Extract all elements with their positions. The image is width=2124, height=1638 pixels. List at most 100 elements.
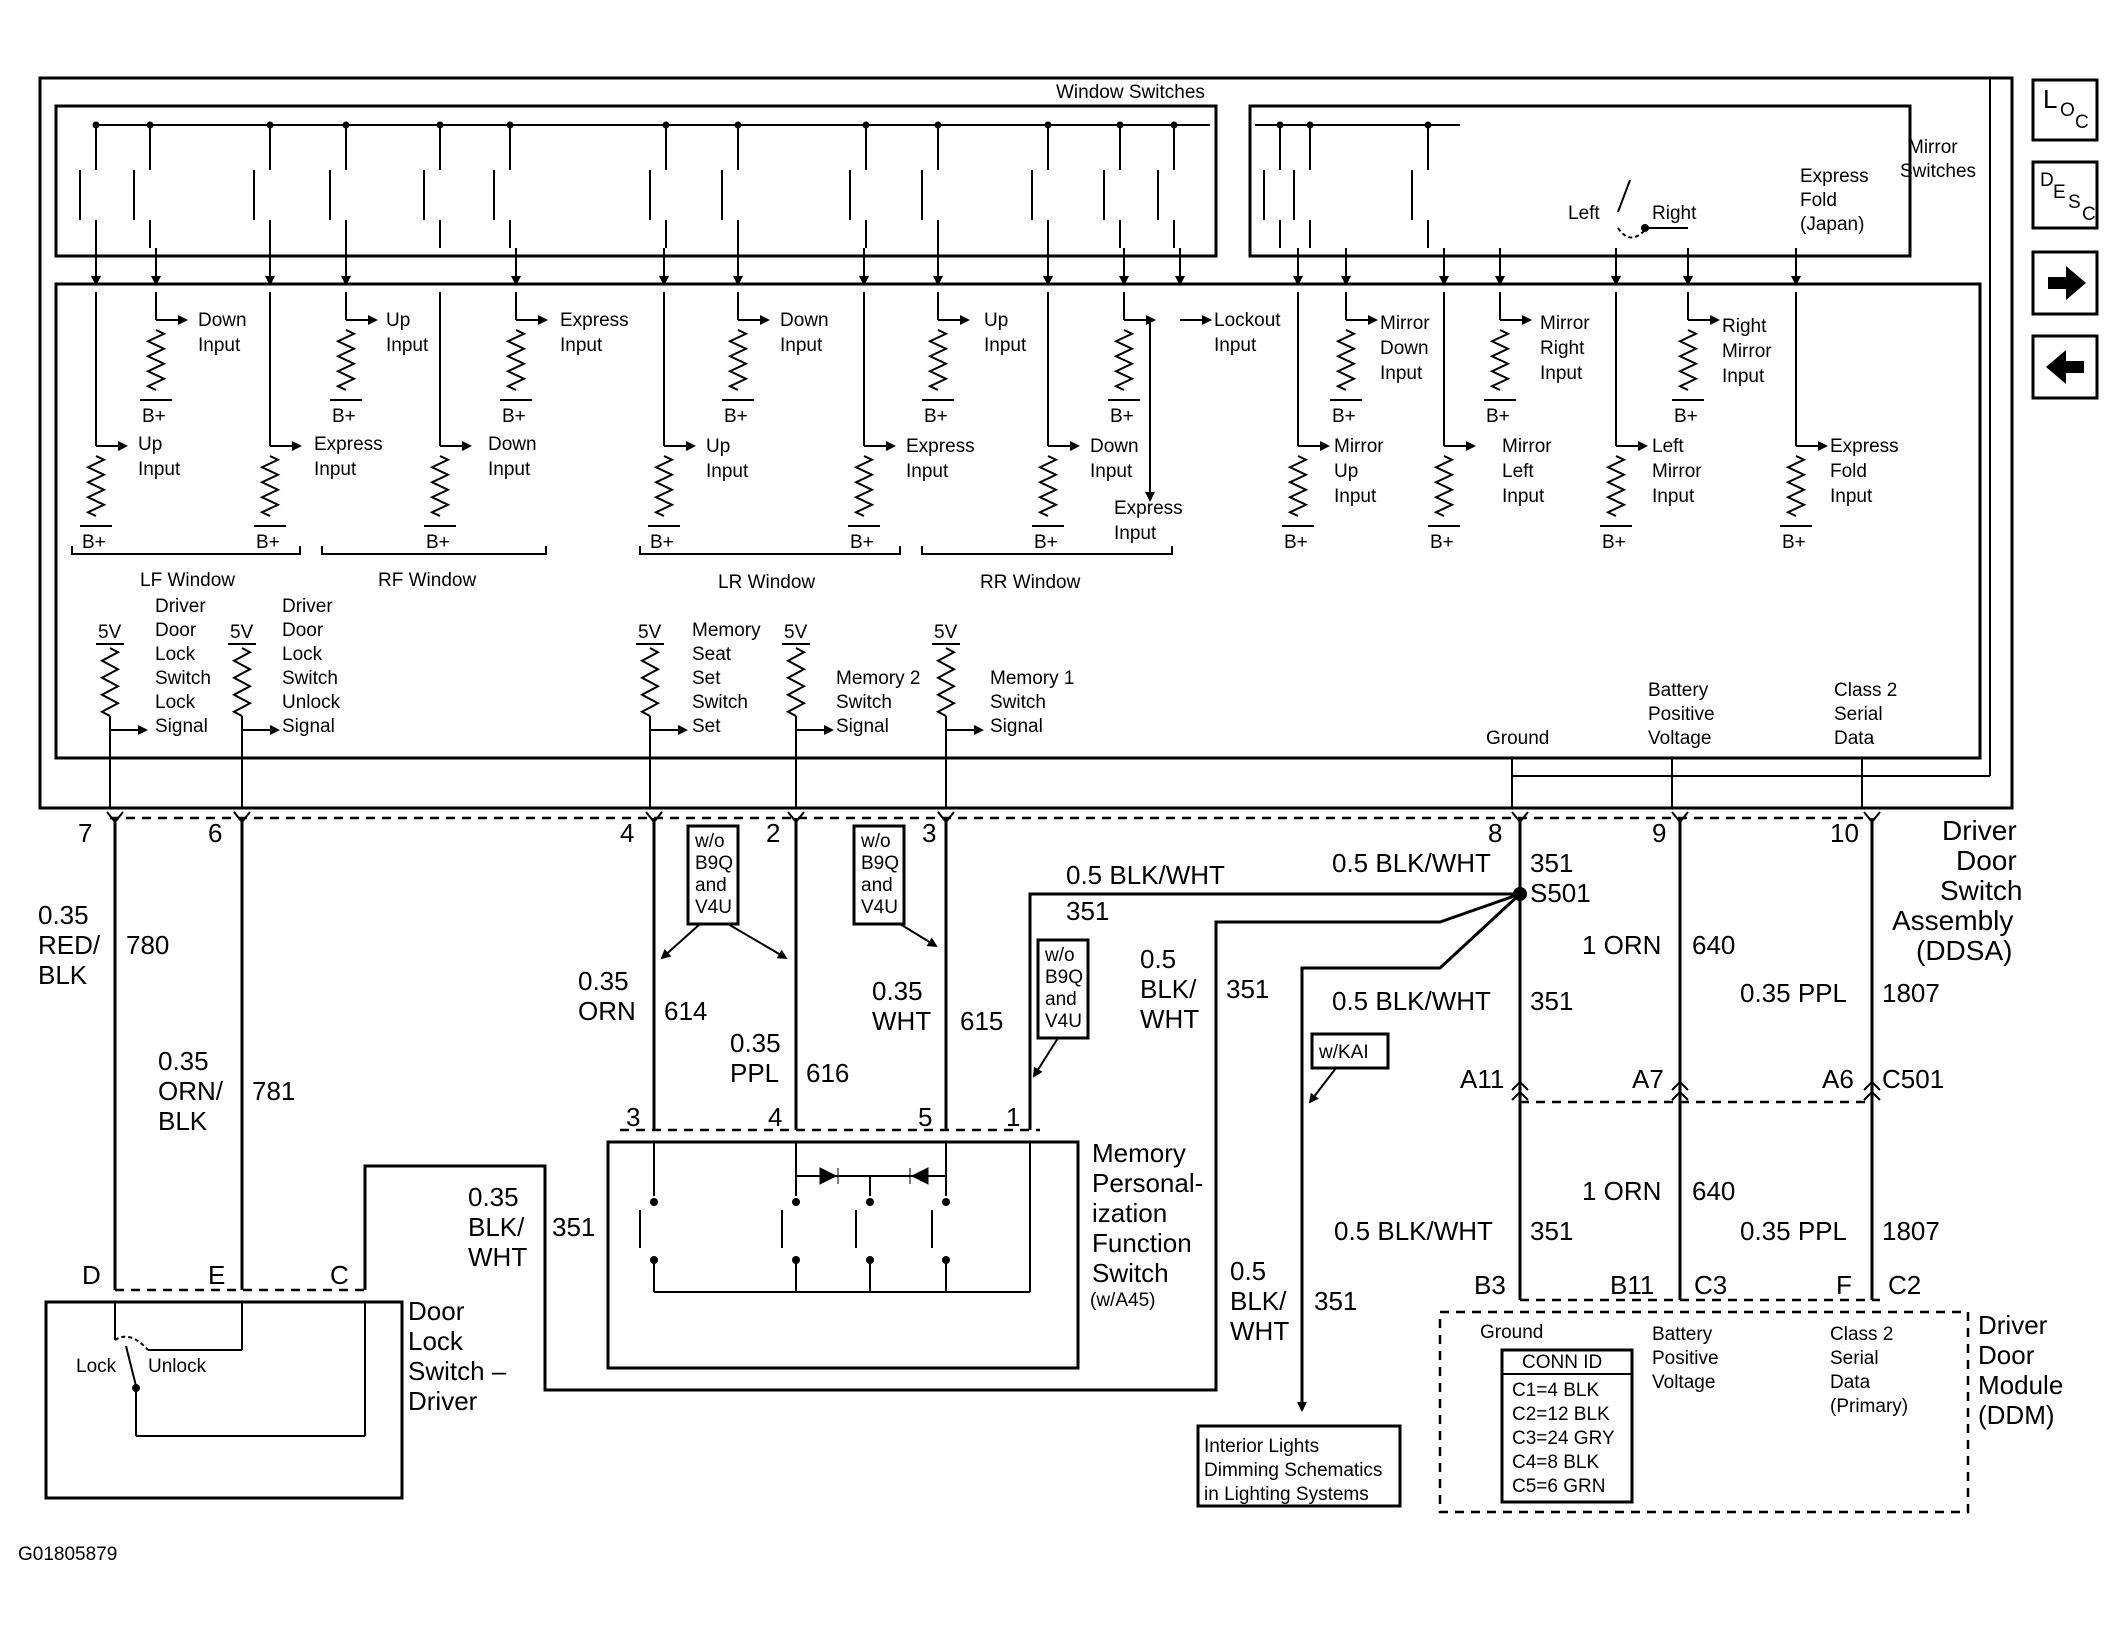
ddm-pin-c2: C2 [1888, 1270, 1921, 1300]
express-fold-input-label: Express [1830, 436, 1899, 457]
mem-set-5v-resistor [639, 647, 661, 717]
switch-node [1424, 121, 1432, 129]
ddsa-label-5: (DDSA) [1916, 935, 2012, 966]
right-mirror-input-label-2: Mirror [1722, 341, 1772, 362]
mem1-label-3: Signal [990, 716, 1043, 737]
lock-5v-label: 5V [98, 622, 122, 643]
w614-gauge-1: 0.35 [578, 966, 629, 996]
opt3-line-4: V4U [1045, 1011, 1082, 1032]
rf-down-input-label-2: Input [488, 459, 531, 480]
unlock-signal-label-4: Switch [282, 668, 338, 689]
desc-letter-c: C [2082, 204, 2096, 225]
loc-button[interactable]: L O C [2031, 78, 2099, 142]
switch-node [1170, 121, 1178, 129]
conn-id-title: CONN ID [1522, 1352, 1602, 1373]
splice-s501-label: S501 [1530, 878, 1591, 908]
opt1-line-4: V4U [695, 897, 732, 918]
lf-up-resistor [85, 455, 107, 517]
window-group-brackets: LF Window RF Window LR Window RR Window [71, 546, 1173, 593]
express-fold-bplus: B+ [1782, 532, 1806, 553]
driver-door-module: B3 B11 C3 F C2 Ground Battery Positive V… [1438, 1270, 2063, 1514]
rr-down-input-label: Down [1090, 436, 1139, 457]
w616-circuit: 616 [806, 1058, 849, 1088]
option-box-2: w/o B9Q and V4U [852, 824, 938, 948]
door-lock-switch-driver: D E C Lock Unlock Door Lock Switch – Dri… [44, 1260, 507, 1500]
class2-label-1: Class 2 [1834, 680, 1897, 701]
w780-circuit: 780 [126, 930, 169, 960]
w640-b-circuit: 640 [1692, 1176, 1735, 1206]
unlock-5v-label: 5V [230, 622, 254, 643]
lr-down-bplus: B+ [724, 406, 748, 427]
w351-top-gauge: 0.5 BLK/WHT [1066, 860, 1225, 890]
mirror-up-bplus: B+ [1284, 532, 1308, 553]
rr-express-input-label-2: Input [1114, 523, 1157, 544]
rf-down-input-label: Down [488, 434, 537, 455]
ddm-class2-label-3: Data [1830, 1372, 1871, 1393]
ddm-label-2: Door [1978, 1340, 2035, 1370]
rr-down-input-label-2: Input [1090, 461, 1133, 482]
next-arrow-button[interactable] [2031, 250, 2099, 316]
express-fold-input-label-2: Fold [1830, 461, 1867, 482]
mirror-right-bplus: B+ [1486, 406, 1510, 427]
mem-set-label-4: Switch [692, 692, 748, 713]
mem-set-label-1: Memory [692, 620, 761, 641]
switch-node [662, 121, 670, 129]
kai-option-label: w/KAI [1318, 1042, 1369, 1063]
rr-up-input-label: Up [984, 310, 1008, 331]
door-lock-lock-label: Lock [76, 1356, 117, 1377]
lock-signal-label-5: Lock [155, 692, 196, 713]
ddsa-pin-3: 3 [922, 818, 936, 848]
mpf-label-4: Function [1092, 1228, 1192, 1258]
mem-set-5v-label: 5V [638, 622, 662, 643]
mpf-label-5: Switch [1092, 1258, 1169, 1288]
w781-gauge-3: BLK [158, 1106, 208, 1136]
w781-circuit: 781 [252, 1076, 295, 1106]
desc-button[interactable]: D E S C [2031, 160, 2099, 230]
ddm-pin-b3: B3 [1474, 1270, 1506, 1300]
previous-arrow-button[interactable] [2031, 334, 2099, 400]
lf-express-input-label-2: Input [314, 459, 357, 480]
mem-set-label-5: Set [692, 716, 721, 737]
battery-label-2: Positive [1648, 704, 1715, 725]
lock-signal-label-3: Lock [155, 644, 196, 665]
w351-door-circuit: 351 [552, 1212, 595, 1242]
lf-down-bplus: B+ [142, 406, 166, 427]
conn-id-table [1500, 1348, 1634, 1504]
mirror-left-input-label-3: Input [1502, 486, 1545, 507]
lockout-input-label: Lockout [1214, 310, 1281, 331]
left-arrow-icon [2046, 350, 2084, 384]
lf-express-input-label: Express [314, 434, 383, 455]
rr-lockout-bplus-bplus: B+ [1110, 406, 1134, 427]
ddsa-pin-9: 9 [1652, 818, 1666, 848]
rf-down-resistor [429, 455, 451, 517]
c501-pin-a11: A11 [1460, 1064, 1504, 1094]
lr-up-bplus: B+ [650, 532, 674, 553]
battery-label-3: Voltage [1648, 728, 1711, 749]
ddm-class2-label-4: (Primary) [1830, 1396, 1908, 1417]
door-lock-label-3: Switch – [408, 1356, 507, 1386]
lr-down-input-label-2: Input [780, 335, 823, 356]
mem2-label-1: Memory 2 [836, 668, 920, 689]
right-mirror-resistor [1677, 329, 1699, 391]
w615-gauge-1: 0.35 [872, 976, 923, 1006]
mirror-down-input-label-3: Input [1380, 363, 1423, 384]
rr-lockout-bplus-resistor [1113, 329, 1135, 391]
ddsa-pin-7: 7 [78, 818, 92, 848]
mirror-switches-label-2: Switches [1900, 161, 1976, 182]
conn-id-row-2: C2=12 BLK [1512, 1404, 1610, 1425]
mirror-switches-label-1: Mirror [1908, 137, 1958, 158]
mpf-option-label: (w/A45) [1090, 1290, 1155, 1311]
w351-mid-circuit: 351 [1226, 974, 1269, 1004]
switch-node [92, 121, 100, 129]
mirror-up-input-label-3: Input [1334, 486, 1377, 507]
rf-up-resistor [335, 329, 357, 391]
class2-label-2: Serial [1834, 704, 1883, 725]
harness-wires [113, 818, 1874, 1412]
ddsa-pin-8: 8 [1488, 818, 1502, 848]
switch-contacts [79, 121, 1432, 248]
rr-express-input-label: Express [1114, 498, 1183, 519]
opt1-line-3: and [695, 875, 727, 896]
conn-id-row-5: C5=6 GRN [1512, 1476, 1605, 1497]
mirror-down-resistor [1335, 329, 1357, 391]
